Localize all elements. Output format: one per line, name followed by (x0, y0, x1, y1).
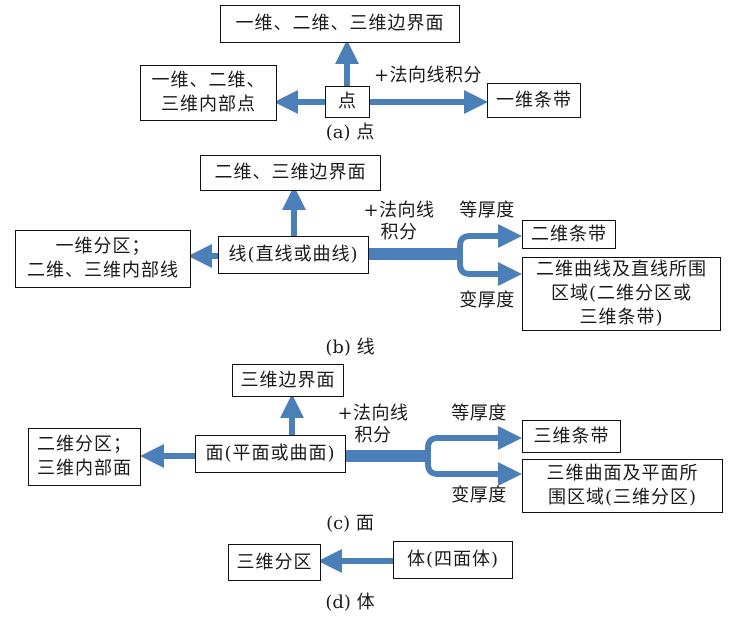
b-upper-target-box: 二维条带 (522, 220, 616, 249)
b-right-label: +法向线 积分 (363, 200, 435, 243)
a-source-box: 点 (325, 86, 370, 118)
c-upper-target-box: 三维条带 (522, 420, 621, 453)
arrow-b-main (368, 233, 471, 277)
c-lower-target-box: 三维曲面及平面所 围区域(三维分区) (522, 459, 723, 513)
c-up-target-box: 三维边界面 (232, 364, 344, 397)
b-left-target-box: 一维分区； 二维、三维内部线 (15, 230, 191, 288)
arrow-c-main (345, 435, 439, 477)
c-left-target-box: 二维分区； 三维内部面 (28, 428, 141, 486)
a-caption: (a) 点 (325, 122, 375, 143)
a-left-target-box: 一维、二维、 三维内部点 (140, 65, 277, 121)
d-source-box: 体(四面体) (393, 541, 513, 579)
a-right-label: +法向线积分 (373, 65, 483, 86)
c-source-box: 面(平面或曲面) (195, 435, 346, 473)
c-branch-upper-label: 等厚度 (451, 403, 507, 424)
b-lower-target-box: 二维曲线及直线所围 区域(二维分区或 三维条带) (522, 257, 721, 331)
a-right-target-box: 一维条带 (487, 83, 581, 118)
b-branch-upper-label: 等厚度 (459, 200, 515, 221)
c-caption: (c) 面 (326, 513, 374, 534)
d-caption: (d) 体 (325, 592, 375, 613)
a-up-target-box: 一维、二维、三维边界面 (220, 5, 460, 43)
b-caption: (b) 线 (325, 337, 375, 358)
b-up-target-box: 二维、三维边界面 (200, 155, 381, 191)
b-source-box: 线(直线或曲线) (218, 236, 369, 274)
b-branch-lower-label: 变厚度 (459, 290, 515, 311)
c-right-label: +法向线 积分 (337, 403, 409, 446)
d-left-target-box: 三维分区 (228, 544, 321, 581)
c-branch-lower-label: 变厚度 (451, 485, 507, 506)
